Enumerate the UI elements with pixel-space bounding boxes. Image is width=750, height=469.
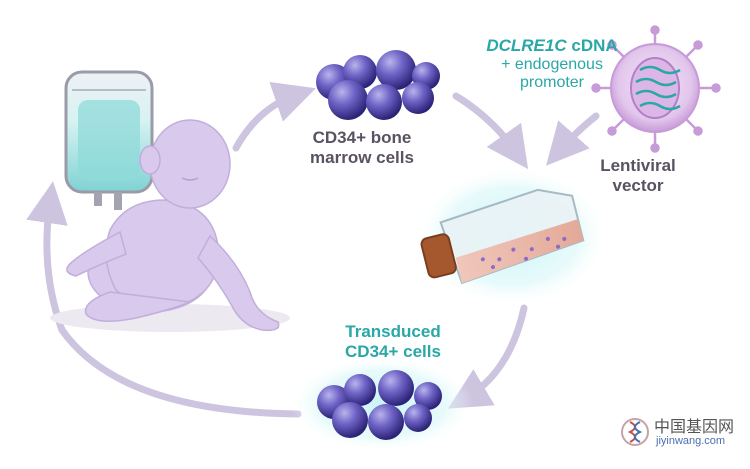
gene-suffix: cDNA [566, 36, 618, 55]
iv-bag-icon [64, 70, 154, 210]
culture-flask-icon [416, 166, 608, 306]
vector-line-2: vector [612, 176, 664, 195]
transgene-line-2: + endogenous [501, 56, 603, 73]
transgene-label: DCLRE1C cDNA + endogenous promoter [452, 36, 652, 92]
arrow-marrow-to-flask [452, 92, 529, 170]
infant-figure [66, 119, 280, 332]
arrow-baby-to-marrow [232, 81, 316, 152]
vector-line-1: Lentiviral [600, 156, 676, 175]
arrow-flask-to-transduced [447, 304, 528, 409]
arrow-transduced-to-bag [26, 181, 302, 418]
watermark-chinese-text: 中国基因网 [654, 417, 735, 436]
transgene-line-1: DCLRE1C cDNA [452, 36, 652, 56]
bone-marrow-cells-label: CD34+ bone marrow cells [296, 128, 428, 168]
arrow-vector-to-flask [546, 112, 600, 166]
cell-cluster-icon [316, 50, 440, 120]
transduced-line-2: CD34+ cells [345, 342, 441, 361]
watermark-url: jiyinwang.com [656, 435, 726, 447]
cycle-arrows [26, 81, 600, 418]
transduced-cell-cluster-icon [290, 356, 474, 452]
transduced-cells-label: Transduced CD34+ cells [318, 322, 468, 362]
lentivirus-icon [591, 25, 721, 153]
gene-name: DCLRE1C [486, 36, 567, 55]
watermark-logo: 中国基因网 jiyinwang.com [620, 413, 745, 453]
transgene-line-3: promoter [519, 74, 585, 91]
bone-marrow-line-2: marrow cells [310, 148, 414, 167]
transduced-line-1: Transduced [345, 322, 441, 341]
bone-marrow-line-1: CD34+ bone [312, 128, 412, 147]
dna-logo-icon [621, 418, 649, 446]
lentiviral-vector-label: Lentiviral vector [588, 156, 688, 196]
